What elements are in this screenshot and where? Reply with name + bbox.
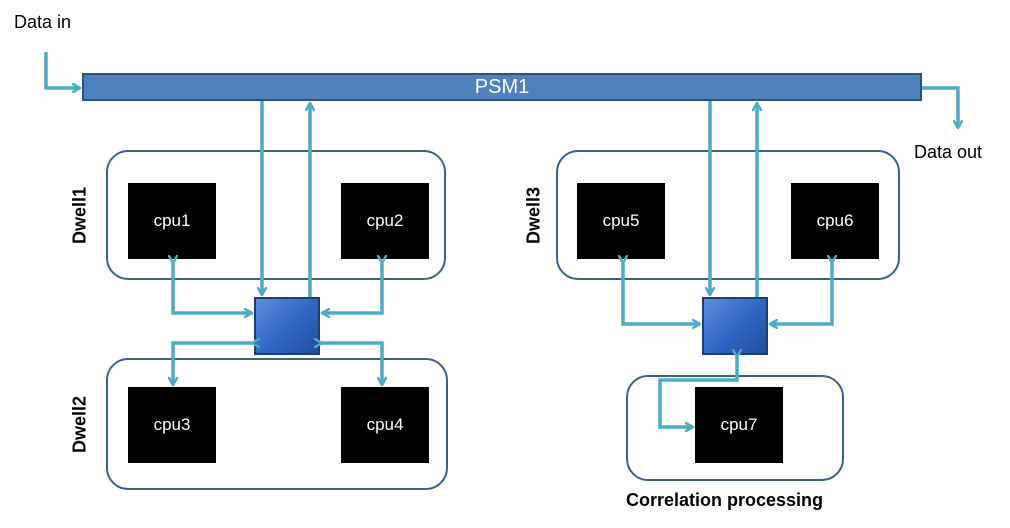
data-in-arrow bbox=[44, 52, 80, 88]
psm1-bus: PSM1 bbox=[82, 73, 922, 101]
data-out-label: Data out bbox=[914, 142, 983, 162]
dwell2-label: Dwell2 bbox=[69, 395, 90, 454]
cpu1-block: cpu1 bbox=[128, 183, 216, 259]
cpu4-block: cpu4 bbox=[341, 387, 429, 463]
cpu7-block: cpu7 bbox=[695, 387, 783, 463]
data-in-label: Data in bbox=[14, 12, 72, 32]
data-out-arrow bbox=[922, 86, 958, 128]
cpu6-block: cpu6 bbox=[791, 183, 879, 259]
dwell2-group bbox=[106, 358, 448, 490]
cpu5-block: cpu5 bbox=[577, 183, 665, 259]
correlation-label: Correlation processing bbox=[626, 490, 824, 510]
cpu3-block: cpu3 bbox=[128, 387, 216, 463]
dwell3-group bbox=[556, 150, 900, 280]
dwell1-label: Dwell1 bbox=[69, 186, 90, 245]
dwell3-label: Dwell3 bbox=[523, 186, 544, 245]
switch-right bbox=[702, 297, 768, 355]
switch-left bbox=[254, 297, 320, 355]
cpu2-block: cpu2 bbox=[341, 183, 429, 259]
dwell1-group bbox=[106, 150, 446, 280]
